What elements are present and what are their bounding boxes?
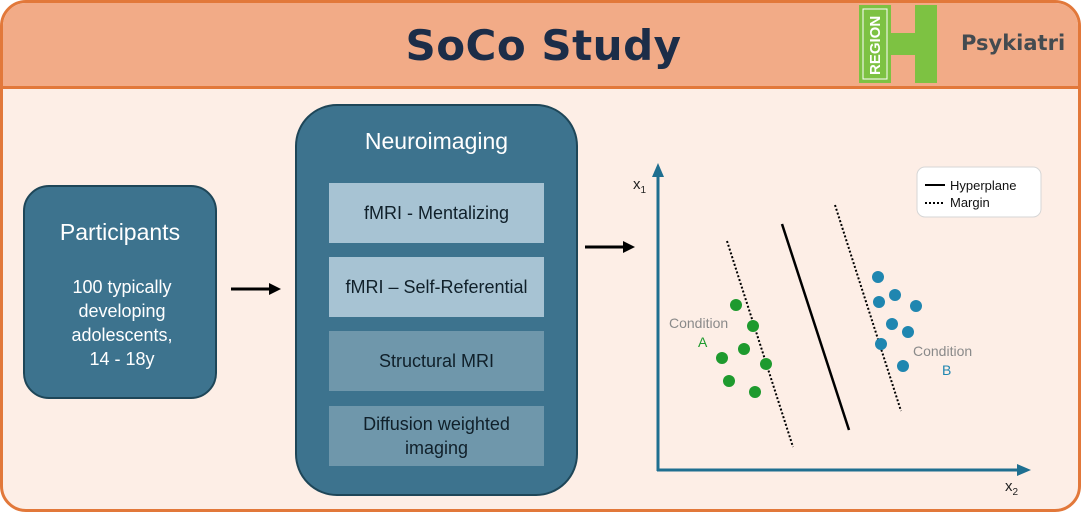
participants-line: 100 typically [72,277,172,297]
logo-right-bar [915,5,937,83]
y-axis-arrowhead [652,163,664,177]
neuroimaging-title: Neuroimaging [364,128,509,154]
neuroimaging-box: Neuroimaging fMRI - Mentalizing fMRI – S… [295,104,578,496]
point-condition-b [902,326,914,338]
module-fmri-mentalizing: fMRI - Mentalizing [329,183,544,243]
legend-hyperplane-label: Hyperplane [950,178,1017,193]
hyperplane-line [780,223,851,431]
module-label: fMRI – Self-Referential [345,277,528,297]
module-fmri-self-referential: fMRI – Self-Referential [329,257,544,317]
point-condition-a [749,386,761,398]
module-structural-mri: Structural MRI [329,331,544,391]
point-condition-b [889,289,901,301]
condition-b-letter: B [942,362,951,378]
arrow-right-icon [585,241,635,253]
x-axis-label: x2 [1005,478,1019,498]
participants-description: 100 typically developing adolescents, 14… [35,275,209,371]
margin-line-right [834,204,902,412]
point-condition-b [872,271,884,283]
logo-psykiatri-text: Psykiatri [961,31,1066,55]
logo-left-bar-outline [862,8,888,80]
logo-left-bar [859,5,891,83]
arrow-right-icon [231,283,281,295]
point-condition-a [730,299,742,311]
module-diffusion-weighted-imaging: Diffusion weighted imaging [329,406,544,466]
margin-line-left [726,240,794,448]
participants-line: adolescents, [71,325,173,345]
point-condition-a [747,320,759,332]
logo-region-text: REGION [867,16,884,75]
point-condition-b [910,300,922,312]
legend-margin-label: Margin [950,195,990,210]
legend-box [916,166,1042,218]
point-condition-a [738,343,750,355]
point-condition-b [886,318,898,330]
participants-box: Participants 100 typically developing ad… [23,185,217,399]
module-label: Structural MRI [378,351,495,371]
module-label: fMRI - Mentalizing [363,203,510,223]
page-title: SoCo Study [405,21,682,70]
point-condition-b [875,338,887,350]
participants-title: Participants [59,219,181,245]
participants-line: developing [78,301,166,321]
point-condition-b [873,296,885,308]
point-condition-a [716,352,728,364]
y-axis-label: x1 [633,176,647,196]
x-axis-arrowhead [1017,464,1031,476]
point-condition-b [897,360,909,372]
point-condition-a [723,375,735,387]
point-condition-a [760,358,772,370]
condition-a-letter: A [698,334,708,350]
svm-diagram: x1 x2 Hyperplane Margin Condition A Cond… [633,163,1042,498]
condition-b-word: Condition [913,343,972,359]
module-label: Diffusion weighted [363,414,510,434]
condition-a-word: Condition [669,315,728,331]
region-h-logo-mark: REGION [859,5,937,83]
participants-line: 14 - 18y [89,349,155,369]
region-h-logo: REGION Psykiatri [859,5,1078,83]
module-label: imaging [404,438,469,458]
